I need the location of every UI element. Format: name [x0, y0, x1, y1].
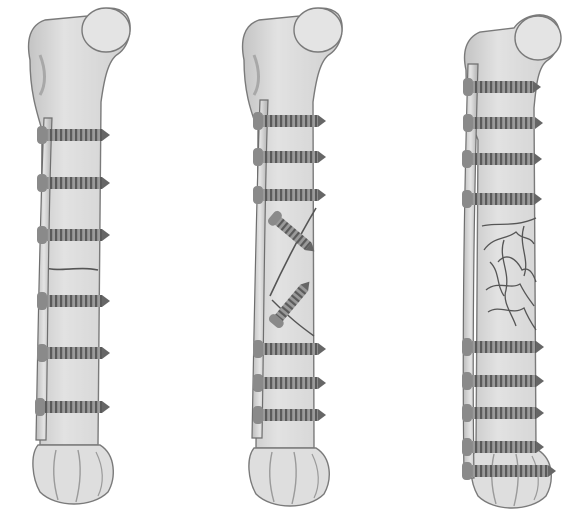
panel-2 [243, 8, 343, 506]
panel-1 [29, 8, 131, 504]
panel-3 [462, 15, 561, 508]
